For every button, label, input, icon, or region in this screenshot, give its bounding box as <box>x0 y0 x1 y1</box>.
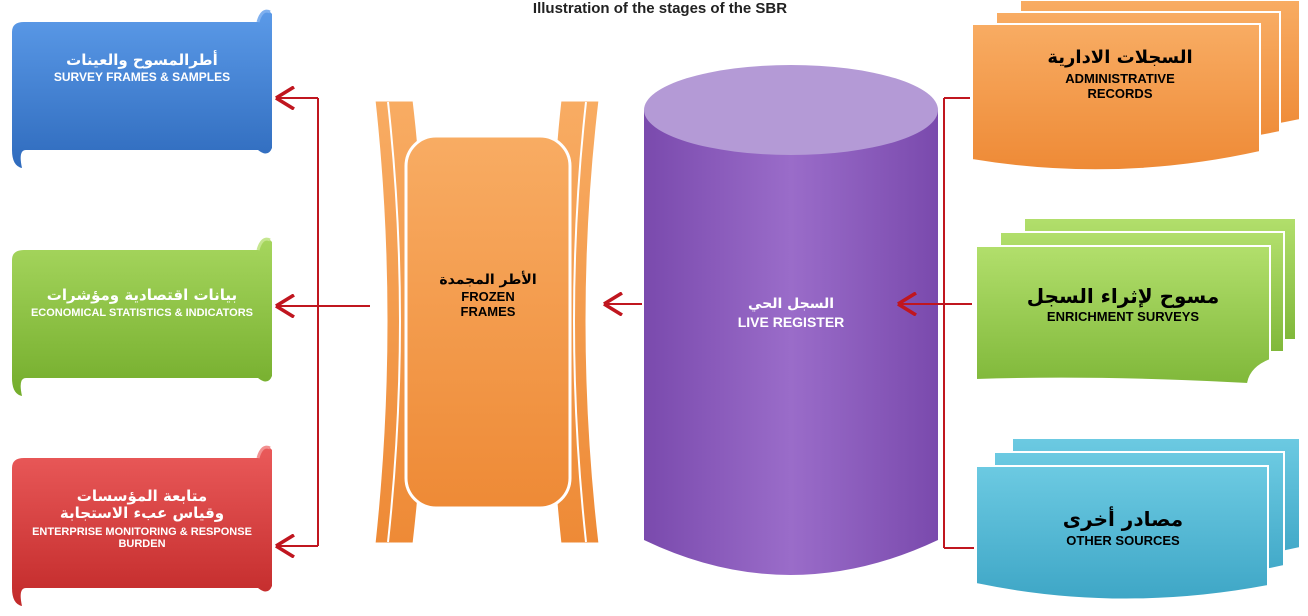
input-enrichment-surveys <box>975 217 1297 386</box>
enterprise-monitoring-label: متابعة المؤسسات وقياس عبء الاستجابة ENTE… <box>30 487 254 551</box>
enrichment-surveys-label: مسوح لإثراء السجل ENRICHMENT SURVEYS <box>996 285 1250 325</box>
administrative-records-label: السجلات الادارية ADMINISTRATIVE RECORDS <box>1000 47 1240 102</box>
live-register-arabic: السجل الحي <box>747 296 835 312</box>
frozen-frames-english: FROZEN FRAMES <box>460 289 516 320</box>
other-sources-label: مصادر أخرى OTHER SOURCES <box>996 508 1250 549</box>
diagram-title: Illustration of the stages of the SBR <box>532 0 788 17</box>
live-register-cylinder <box>644 65 938 575</box>
economical-statistics-label: بيانات اقتصادية ومؤشرات ECONOMICAL STATI… <box>22 286 262 320</box>
survey-frames-label: أطرالمسوح والعينات SURVEY FRAMES & SAMPL… <box>22 51 262 85</box>
other-sources-english: OTHER SOURCES <box>1066 533 1180 548</box>
enrichment-surveys-arabic: مسوح لإثراء السجل <box>1026 284 1220 308</box>
connector-arrows <box>276 98 974 548</box>
frozen-frames-shape <box>372 98 602 546</box>
output-scroll-survey-frames <box>12 9 272 169</box>
live-register-label: السجل الحي LIVE REGISTER <box>666 296 916 330</box>
output-scroll-economical-statistics <box>12 237 272 396</box>
enterprise-monitoring-arabic: متابعة المؤسسات وقياس عبء الاستجابة <box>59 487 225 523</box>
survey-frames-arabic: أطرالمسوح والعينات <box>66 51 218 69</box>
frozen-frames-arabic: الأطر المجمدة <box>439 272 537 288</box>
frozen-frames-label: الأطر المجمدة FROZEN FRAMES <box>420 272 556 320</box>
other-sources-arabic: مصادر أخرى <box>1062 507 1184 531</box>
input-other-sources <box>975 437 1301 601</box>
input-administrative-records <box>971 0 1301 172</box>
administrative-records-arabic: السجلات الادارية <box>1047 47 1193 68</box>
live-register-english: LIVE REGISTER <box>737 314 845 331</box>
enrichment-surveys-english: ENRICHMENT SURVEYS <box>1046 309 1200 324</box>
administrative-records-english: ADMINISTRATIVE RECORDS <box>1065 70 1175 101</box>
survey-frames-english: SURVEY FRAMES & SAMPLES <box>53 70 231 85</box>
economical-statistics-english: ECONOMICAL STATISTICS & INDICATORS <box>30 307 254 320</box>
enterprise-monitoring-english: ENTERPRISE MONITORING & RESPONSE BURDEN <box>32 525 252 551</box>
economical-statistics-arabic: بيانات اقتصادية ومؤشرات <box>46 286 238 304</box>
output-scroll-enterprise-monitoring <box>12 445 272 606</box>
